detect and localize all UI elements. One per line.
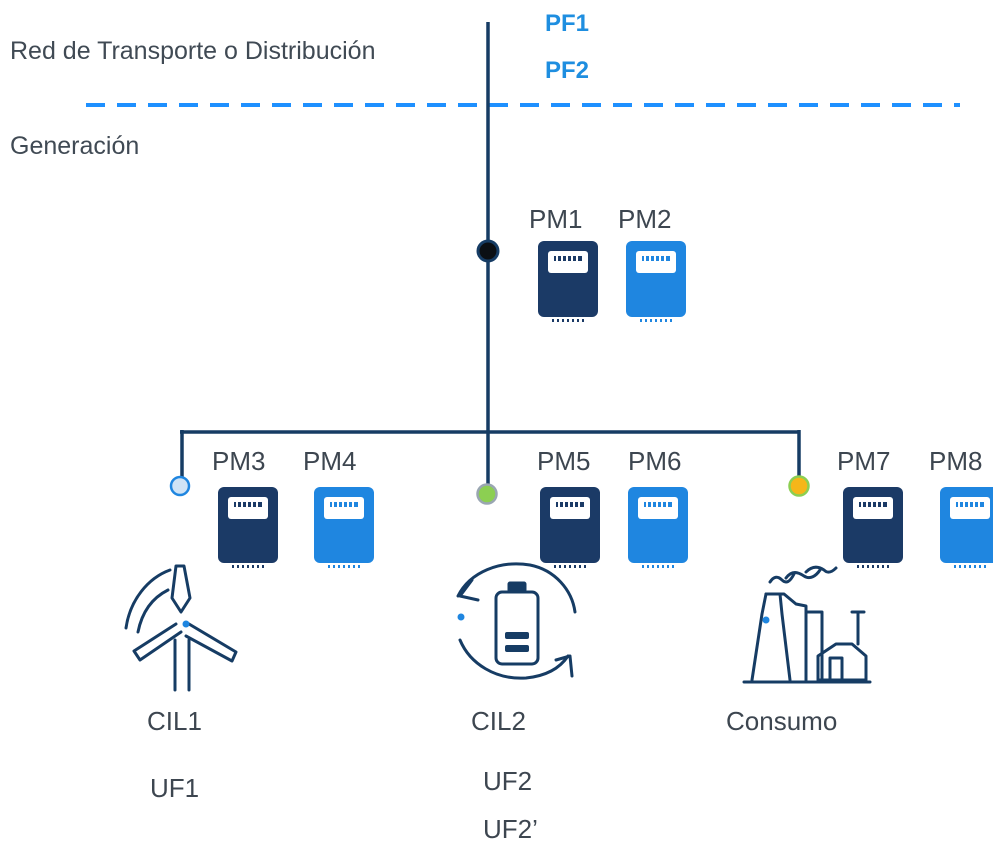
meter-label-pm2: PM2 <box>618 204 672 234</box>
factory-icon <box>742 565 872 684</box>
node-wind <box>169 475 191 497</box>
frontier-unit-uf2: UF2 <box>483 766 533 796</box>
frontier-point-pf1: PF1 <box>545 10 590 37</box>
meter-pm7-icon <box>843 487 903 568</box>
main-node <box>476 239 500 263</box>
frontier-unit-uf2-prime: UF2’ <box>483 814 538 844</box>
meter-pm1-icon <box>538 241 598 322</box>
meter-pm6-icon <box>628 487 688 568</box>
unit-label-load: Consumo <box>726 706 838 736</box>
node-load <box>788 475 810 497</box>
meter-label-pm1: PM1 <box>529 204 583 234</box>
meter-pm8-icon <box>940 487 993 568</box>
battery-cycle-icon <box>456 562 577 680</box>
unit-label-storage: CIL2 <box>471 706 526 736</box>
zone-label-lower: Generación <box>10 132 140 160</box>
frontier-unit-uf1: UF1 <box>150 773 200 803</box>
meter-label-pm8: PM8 <box>929 446 983 476</box>
meter-label-pm3: PM3 <box>212 446 266 476</box>
meter-label-pm4: PM4 <box>303 446 357 476</box>
frontier-point-pf2: PF2 <box>545 57 590 84</box>
meter-pm5-icon <box>540 487 600 568</box>
meter-label-pm7: PM7 <box>837 446 891 476</box>
wind-turbine-icon <box>124 564 238 692</box>
meter-pm3-icon <box>218 487 278 568</box>
meter-label-pm6: PM6 <box>628 446 682 476</box>
node-storage <box>476 483 498 505</box>
meter-pm4-icon <box>314 487 374 568</box>
meter-label-pm5: PM5 <box>537 446 591 476</box>
zone-label-upper: Red de Transporte o Distribución <box>10 37 376 65</box>
unit-label-wind: CIL1 <box>147 706 202 736</box>
meter-pm2-icon <box>626 241 686 322</box>
